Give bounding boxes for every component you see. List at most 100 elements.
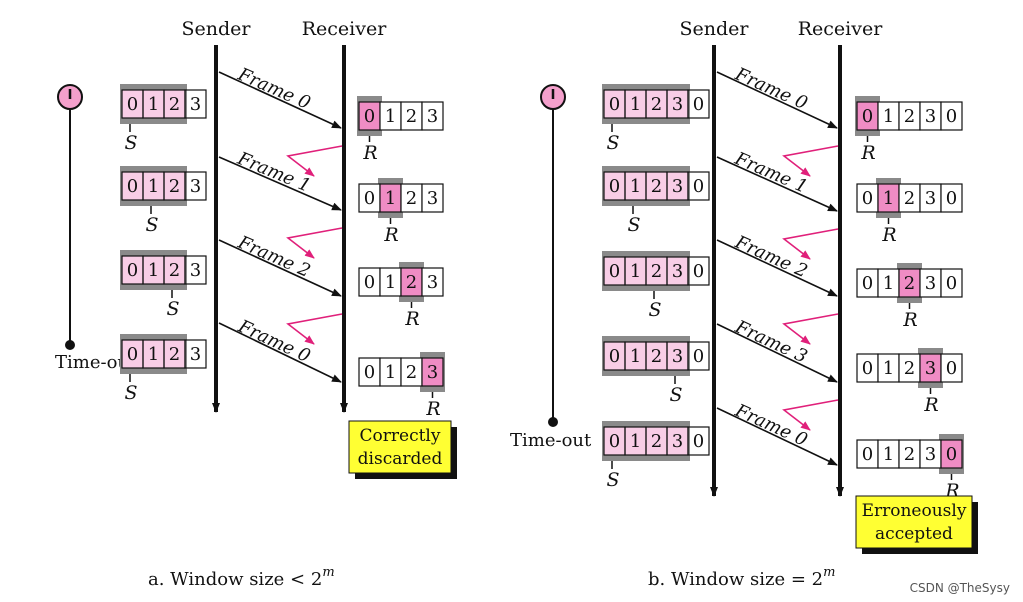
sender-cell-label: 3 <box>672 346 683 367</box>
receiver-cell-label: 2 <box>406 272 417 293</box>
sender-cell-label: 1 <box>630 261 641 282</box>
receiver-cell-label: 2 <box>406 106 417 127</box>
ack-arrow <box>286 227 343 259</box>
sender-pointer-label: S <box>166 298 179 320</box>
receiver-cell-label: 0 <box>946 358 957 379</box>
receiver-cell-label: 0 <box>862 444 873 465</box>
receiver-pointer-label: R <box>860 142 875 164</box>
sender-pointer-label: S <box>648 299 661 321</box>
receiver-cell-label: 2 <box>904 358 915 379</box>
caption-b-text: b. Window size = 2 <box>648 569 823 590</box>
sender-cell-label: 3 <box>672 261 683 282</box>
note-erroneously-accepted: Erroneously accepted <box>855 495 978 554</box>
receiver-cell-label: 0 <box>364 188 375 209</box>
receiver-cell <box>421 183 444 213</box>
receiver-cell <box>940 183 963 213</box>
timer-icon <box>57 84 83 110</box>
sender-cell-label: 2 <box>651 176 662 197</box>
receiver-pointer-label: R <box>425 398 440 420</box>
sender-cell-label: 0 <box>127 94 138 115</box>
sender-cell-label: 3 <box>672 176 683 197</box>
sender-cell-label: 0 <box>609 94 620 115</box>
sender-cell <box>687 89 710 119</box>
sender-cell-label: 2 <box>169 176 180 197</box>
sender-pointer-label: S <box>124 382 137 404</box>
receiver-pointer-label: R <box>404 308 419 330</box>
sender-cell-label: 0 <box>693 261 704 282</box>
note-a-line1: Correctly <box>360 426 441 446</box>
frame-label: Frame 2 <box>731 231 811 282</box>
ack-arrow <box>782 399 839 431</box>
receiver-cell-label: 0 <box>364 362 375 383</box>
sender-cell-label: 2 <box>651 346 662 367</box>
sender-window-fill <box>122 90 185 118</box>
sender-pointer-label: S <box>606 469 619 491</box>
sender-cell-label: 3 <box>190 344 201 365</box>
sender-cell-label: 1 <box>148 344 159 365</box>
sender-cell-label: 1 <box>148 176 159 197</box>
receiver-cell-label: 1 <box>385 188 396 209</box>
sender-cell <box>687 256 710 286</box>
receiver-cell-label: 1 <box>883 188 894 209</box>
sender-cell-label: 0 <box>127 344 138 365</box>
receiver-cell-label: 0 <box>946 273 957 294</box>
receiver-cell-label: 0 <box>862 358 873 379</box>
timer-end-dot-b <box>548 417 558 427</box>
receiver-cell-label: 1 <box>385 272 396 293</box>
receiver-cell-label: 2 <box>904 444 915 465</box>
sender-cell <box>184 339 207 369</box>
frame-label: Frame 3 <box>731 316 810 368</box>
receiver-cell <box>421 101 444 131</box>
ack-arrow <box>286 313 343 345</box>
receiver-header-b: Receiver <box>798 18 883 40</box>
sender-cell-label: 1 <box>630 346 641 367</box>
sender-cell-label: 0 <box>609 261 620 282</box>
caption-b-exp: m <box>823 565 835 580</box>
sender-cell <box>687 426 710 456</box>
receiver-cell-label: 2 <box>904 188 915 209</box>
sender-cell-label: 1 <box>148 260 159 281</box>
receiver-header-a: Receiver <box>302 18 387 40</box>
sender-cell-label: 1 <box>630 176 641 197</box>
note-b-line1: Erroneously <box>862 501 967 521</box>
receiver-cell <box>421 357 444 387</box>
sender-window-fill <box>122 172 185 200</box>
sender-cell-label: 0 <box>609 431 620 452</box>
receiver-cell-label: 3 <box>427 362 438 383</box>
receiver-cell-label: 3 <box>925 106 936 127</box>
receiver-cell <box>421 267 444 297</box>
receiver-cell-label: 2 <box>406 362 417 383</box>
frame-label: Frame 0 <box>731 63 811 114</box>
frame-label: Frame 0 <box>234 64 314 114</box>
receiver-cell-label: 2 <box>904 273 915 294</box>
receiver-cell-label: 3 <box>427 106 438 127</box>
receiver-cell <box>940 439 963 469</box>
timer-end-dot-a <box>65 340 75 350</box>
receiver-cell-label: 2 <box>406 188 417 209</box>
note-correctly-discarded: Correctly discarded <box>348 420 457 479</box>
receiver-cell-label: 3 <box>427 272 438 293</box>
frame-label: Frame 2 <box>234 232 314 282</box>
note-b-line2: accepted <box>875 524 953 544</box>
receiver-cell-label: 1 <box>883 444 894 465</box>
sender-window-fill <box>122 340 185 368</box>
receiver-cell-label: 0 <box>364 272 375 293</box>
ack-arrow <box>782 313 839 345</box>
sender-cell <box>184 171 207 201</box>
sender-cell-label: 0 <box>693 94 704 115</box>
sender-cell-label: 0 <box>693 346 704 367</box>
ack-arrow <box>286 145 343 177</box>
frame-arrow <box>218 322 342 383</box>
frame-label: Frame 1 <box>234 148 314 197</box>
sender-cell-label: 0 <box>693 431 704 452</box>
sender-cell-label: 0 <box>609 346 620 367</box>
receiver-cell-label: 3 <box>925 188 936 209</box>
